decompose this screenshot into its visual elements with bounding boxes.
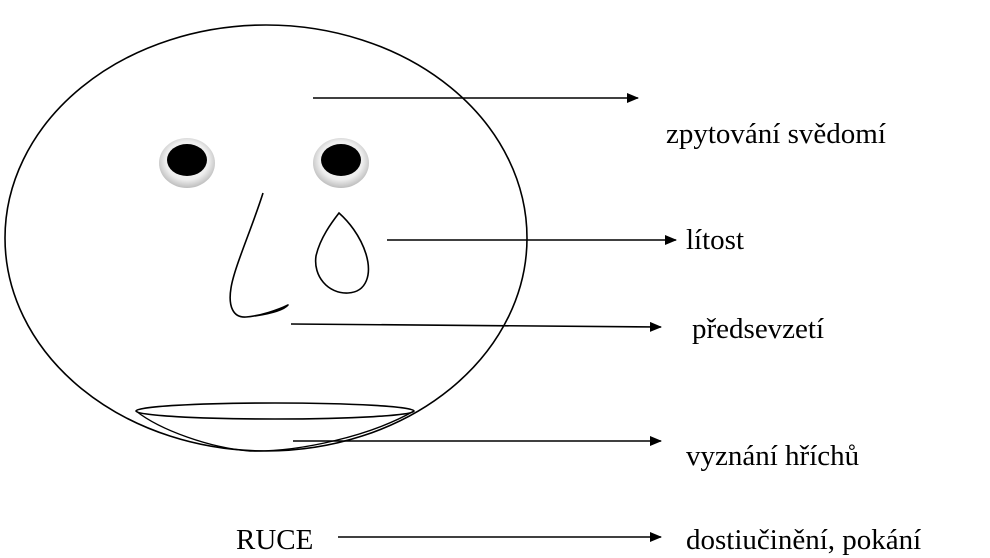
mouth: [136, 403, 414, 419]
right-eye: [313, 138, 369, 188]
label-ruce: RUCE: [236, 526, 313, 555]
tear-drop: [316, 213, 369, 293]
nose: [230, 193, 288, 317]
label-dostiucineni-pokani: dostiučinění, pokání: [686, 526, 921, 555]
label-vyznani-hrichu: vyznání hříchů: [686, 442, 859, 471]
label-zpytovani-svedomi: zpytování svědomí: [666, 120, 886, 149]
left-eye: [159, 138, 215, 188]
face-outline: [5, 25, 527, 451]
label-litost: lítost: [686, 226, 744, 255]
arrow-predsevzeti: [291, 324, 661, 327]
label-predsevzeti: předsevzetí: [692, 315, 824, 344]
